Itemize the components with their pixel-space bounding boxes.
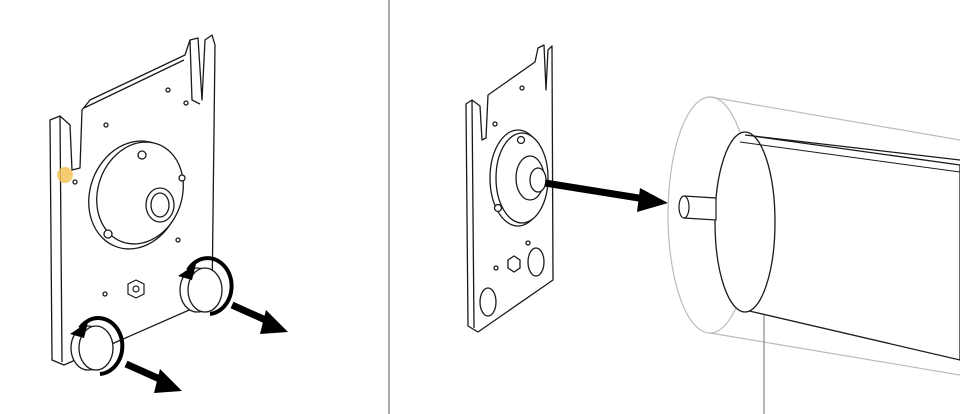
lower-knob <box>70 325 114 371</box>
left-nut <box>127 279 145 299</box>
upper-knob <box>179 267 223 313</box>
pull-arrow-icon <box>124 360 182 393</box>
rotate-arrowhead-icon <box>178 264 196 280</box>
highlight-dot <box>57 167 73 183</box>
roller-tube <box>667 96 960 414</box>
right-round-mount <box>479 129 549 317</box>
left-round-mount <box>88 140 186 250</box>
rotate-arrowhead-icon <box>70 322 88 338</box>
pull-arrow-icon <box>230 301 288 334</box>
rotate-arrow-icon <box>186 256 234 316</box>
insert-arrow-icon <box>544 179 668 212</box>
rotate-arrow-icon <box>78 316 125 376</box>
